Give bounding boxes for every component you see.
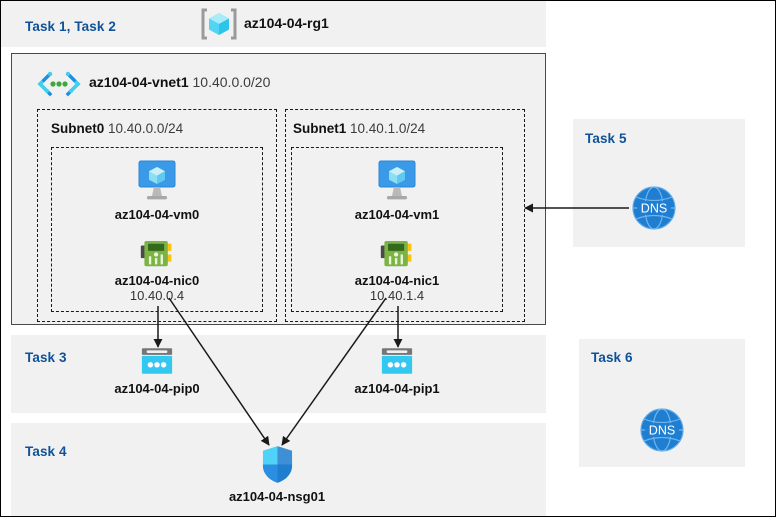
network-interface-icon [337, 239, 457, 270]
dns-icon-text: DNS [649, 424, 675, 438]
virtual-machine-label: az104-04-vm1 [354, 207, 440, 222]
task-label-private-dns: Task 5 [585, 131, 627, 146]
virtual-network-container [11, 53, 546, 325]
virtual-network-name: az104-04-vnet1 [89, 74, 189, 90]
subnet0-title: Subnet0 10.40.0.0/24 [51, 121, 184, 136]
node-az104-04-nic1[interactable]: az104-04-nic1 10.40.1.4 [337, 239, 457, 304]
resource-group-name: az104-04-rg1 [244, 15, 329, 31]
task-label-nsg: Task 4 [25, 444, 67, 459]
node-az104-04-vm0[interactable]: az104-04-vm0 [97, 159, 217, 222]
dns-zone-heading: DNS zone [579, 382, 776, 398]
dns-zone-globe-icon[interactable]: DNS [639, 407, 685, 453]
task-label-resource-group: Task 1, Task 2 [25, 19, 116, 34]
dns-zone-globe-icon[interactable]: DNS [631, 185, 677, 231]
task-label-public-ip: Task 3 [25, 350, 67, 365]
subnet1-title: Subnet1 10.40.1.0/24 [293, 121, 426, 136]
subnet1-container [285, 109, 525, 322]
public-ip-label: az104-04-pip0 [114, 381, 200, 396]
virtual-network-cidr: 10.40.0.0/20 [192, 74, 271, 90]
nsg-label: az104-04-nsg01 [228, 489, 326, 504]
resource-group-icon [201, 7, 237, 41]
virtual-machine-icon [337, 159, 457, 203]
private-dns-zone-name: contoso.org [573, 233, 776, 249]
public-ip-address-icon [97, 347, 217, 376]
virtual-machine-label: az104-04-vm0 [114, 207, 200, 222]
virtual-network-title: az104-04-vnet1 10.40.0.0/20 [89, 74, 270, 90]
node-az104-04-pip1[interactable]: az104-04-pip1 [337, 347, 457, 396]
dns-icon-text: DNS [641, 202, 667, 216]
virtual-network-icon [37, 71, 81, 97]
public-ip-address-icon [337, 347, 457, 376]
network-interface-ip: 10.40.1.4 [369, 288, 425, 303]
subnet1-device-group [291, 147, 503, 312]
subnet0-device-group [51, 147, 263, 312]
subnet0-container [37, 109, 277, 322]
public-ip-label: az104-04-pip1 [354, 381, 440, 396]
network-interface-label: az104-04-nic0 [114, 273, 200, 288]
private-dns-zone-heading: Private DNS zone [573, 161, 776, 177]
network-interface-icon [97, 239, 217, 270]
virtual-machine-icon [97, 159, 217, 203]
node-az104-04-pip0[interactable]: az104-04-pip0 [97, 347, 217, 396]
network-interface-ip: 10.40.0.4 [129, 288, 185, 303]
task-label-dns: Task 6 [591, 350, 633, 365]
node-az104-04-nic0[interactable]: az104-04-nic0 10.40.0.4 [97, 239, 217, 304]
network-interface-label: az104-04-nic1 [354, 273, 440, 288]
resource-group-panel [1, 1, 546, 47]
node-az104-04-nsg01[interactable]: az104-04-nsg01 [217, 445, 337, 504]
node-az104-04-vm1[interactable]: az104-04-vm1 [337, 159, 457, 222]
network-security-group-shield-icon [217, 445, 337, 484]
public-ip-panel [11, 335, 546, 413]
